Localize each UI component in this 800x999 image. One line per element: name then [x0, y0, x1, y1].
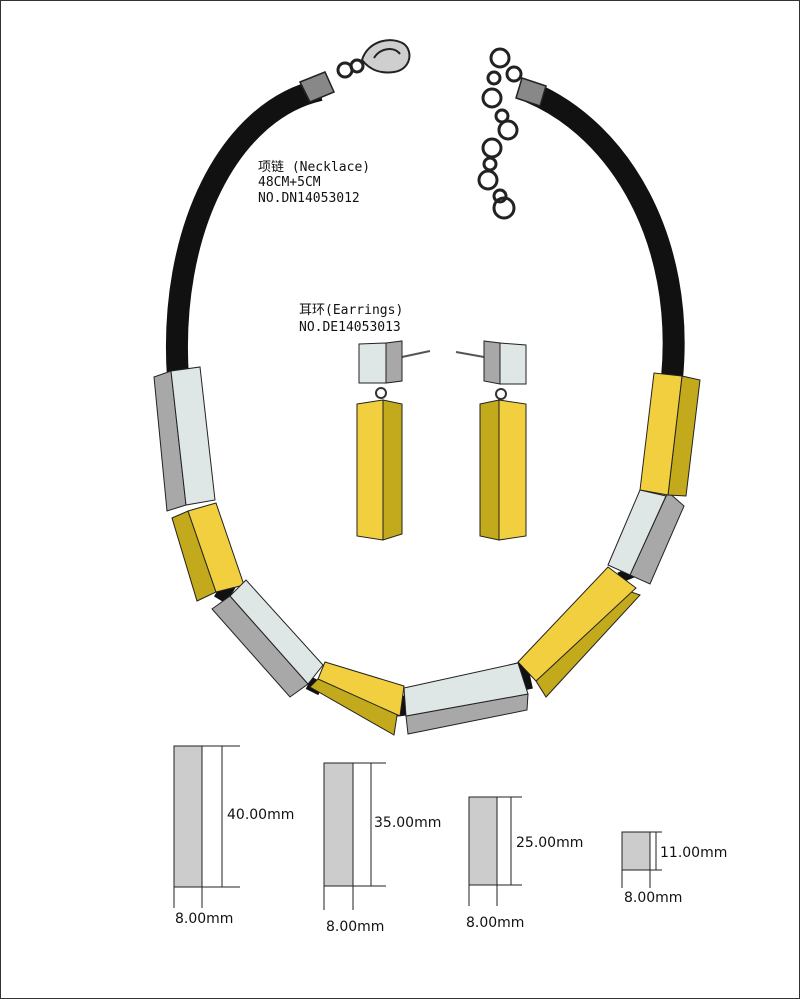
width-label: 8.00mm	[326, 919, 385, 935]
earring-stud-face	[499, 342, 527, 385]
ear-post	[455, 351, 485, 358]
bead-gold-right-tall-face	[639, 372, 683, 496]
dimension-40mm	[173, 745, 240, 908]
clasp-left	[298, 39, 411, 103]
earring-drop-side	[479, 399, 500, 541]
chain-link	[492, 196, 516, 220]
dimension-35mm	[323, 762, 386, 910]
end-cap-left	[298, 71, 336, 103]
chain-link	[505, 65, 523, 83]
dimension-25mm	[468, 796, 522, 906]
width-label: 8.00mm	[175, 911, 234, 927]
bead-silver-right-face	[607, 489, 667, 576]
earring-stud-side	[483, 340, 501, 385]
jump-ring	[349, 58, 365, 74]
chain-link	[497, 119, 519, 141]
earrings-title: 耳环(Earrings)	[299, 303, 404, 318]
height-label: 40.00mm	[227, 807, 295, 823]
earring-left	[356, 340, 431, 541]
earring-stud-face	[358, 342, 387, 384]
extender-chain	[477, 47, 547, 220]
swatch-40mm	[173, 745, 203, 888]
bead-silver-center-face	[403, 662, 529, 717]
chain-link	[489, 47, 511, 69]
earring-ring	[375, 387, 387, 399]
width-label: 8.00mm	[624, 890, 683, 906]
necklace-length: 48CM+5CM	[258, 175, 321, 190]
width-label: 8.00mm	[466, 915, 525, 931]
swatch-11mm	[621, 831, 651, 871]
bead-gold-center-face	[317, 661, 405, 717]
height-label: 25.00mm	[516, 835, 584, 851]
height-label: 11.00mm	[660, 845, 728, 861]
earring-drop-side	[382, 399, 403, 541]
chain-link	[481, 87, 503, 109]
lobster-clasp-icon	[360, 39, 411, 74]
chain-link	[486, 70, 502, 86]
end-cap-right	[515, 77, 547, 107]
height-label: 35.00mm	[374, 815, 442, 831]
necklace-cord	[166, 79, 685, 380]
necklace-beads	[153, 366, 701, 736]
chain-link	[482, 156, 498, 172]
bead-silver-angled-face	[229, 579, 324, 685]
ear-post	[401, 350, 431, 358]
necklace-number: NO.DN14053012	[258, 191, 360, 206]
bead-gold-right-face	[517, 566, 637, 682]
earrings-number: NO.DE14053013	[299, 320, 401, 335]
earring-drop-face	[356, 399, 384, 541]
chain-link	[492, 188, 508, 204]
chain-link	[481, 137, 503, 159]
earring-right	[455, 340, 527, 541]
necklace-title: 项链 (Necklace)	[258, 160, 371, 175]
earring-ring	[495, 388, 507, 400]
chain-link	[477, 169, 499, 191]
earring-stud-side	[385, 340, 403, 384]
dimension-11mm	[621, 831, 662, 888]
earring-drop-face	[498, 399, 527, 541]
swatch-25mm	[468, 796, 498, 886]
bead-silver-left-face	[170, 366, 216, 506]
swatch-35mm	[323, 762, 354, 887]
